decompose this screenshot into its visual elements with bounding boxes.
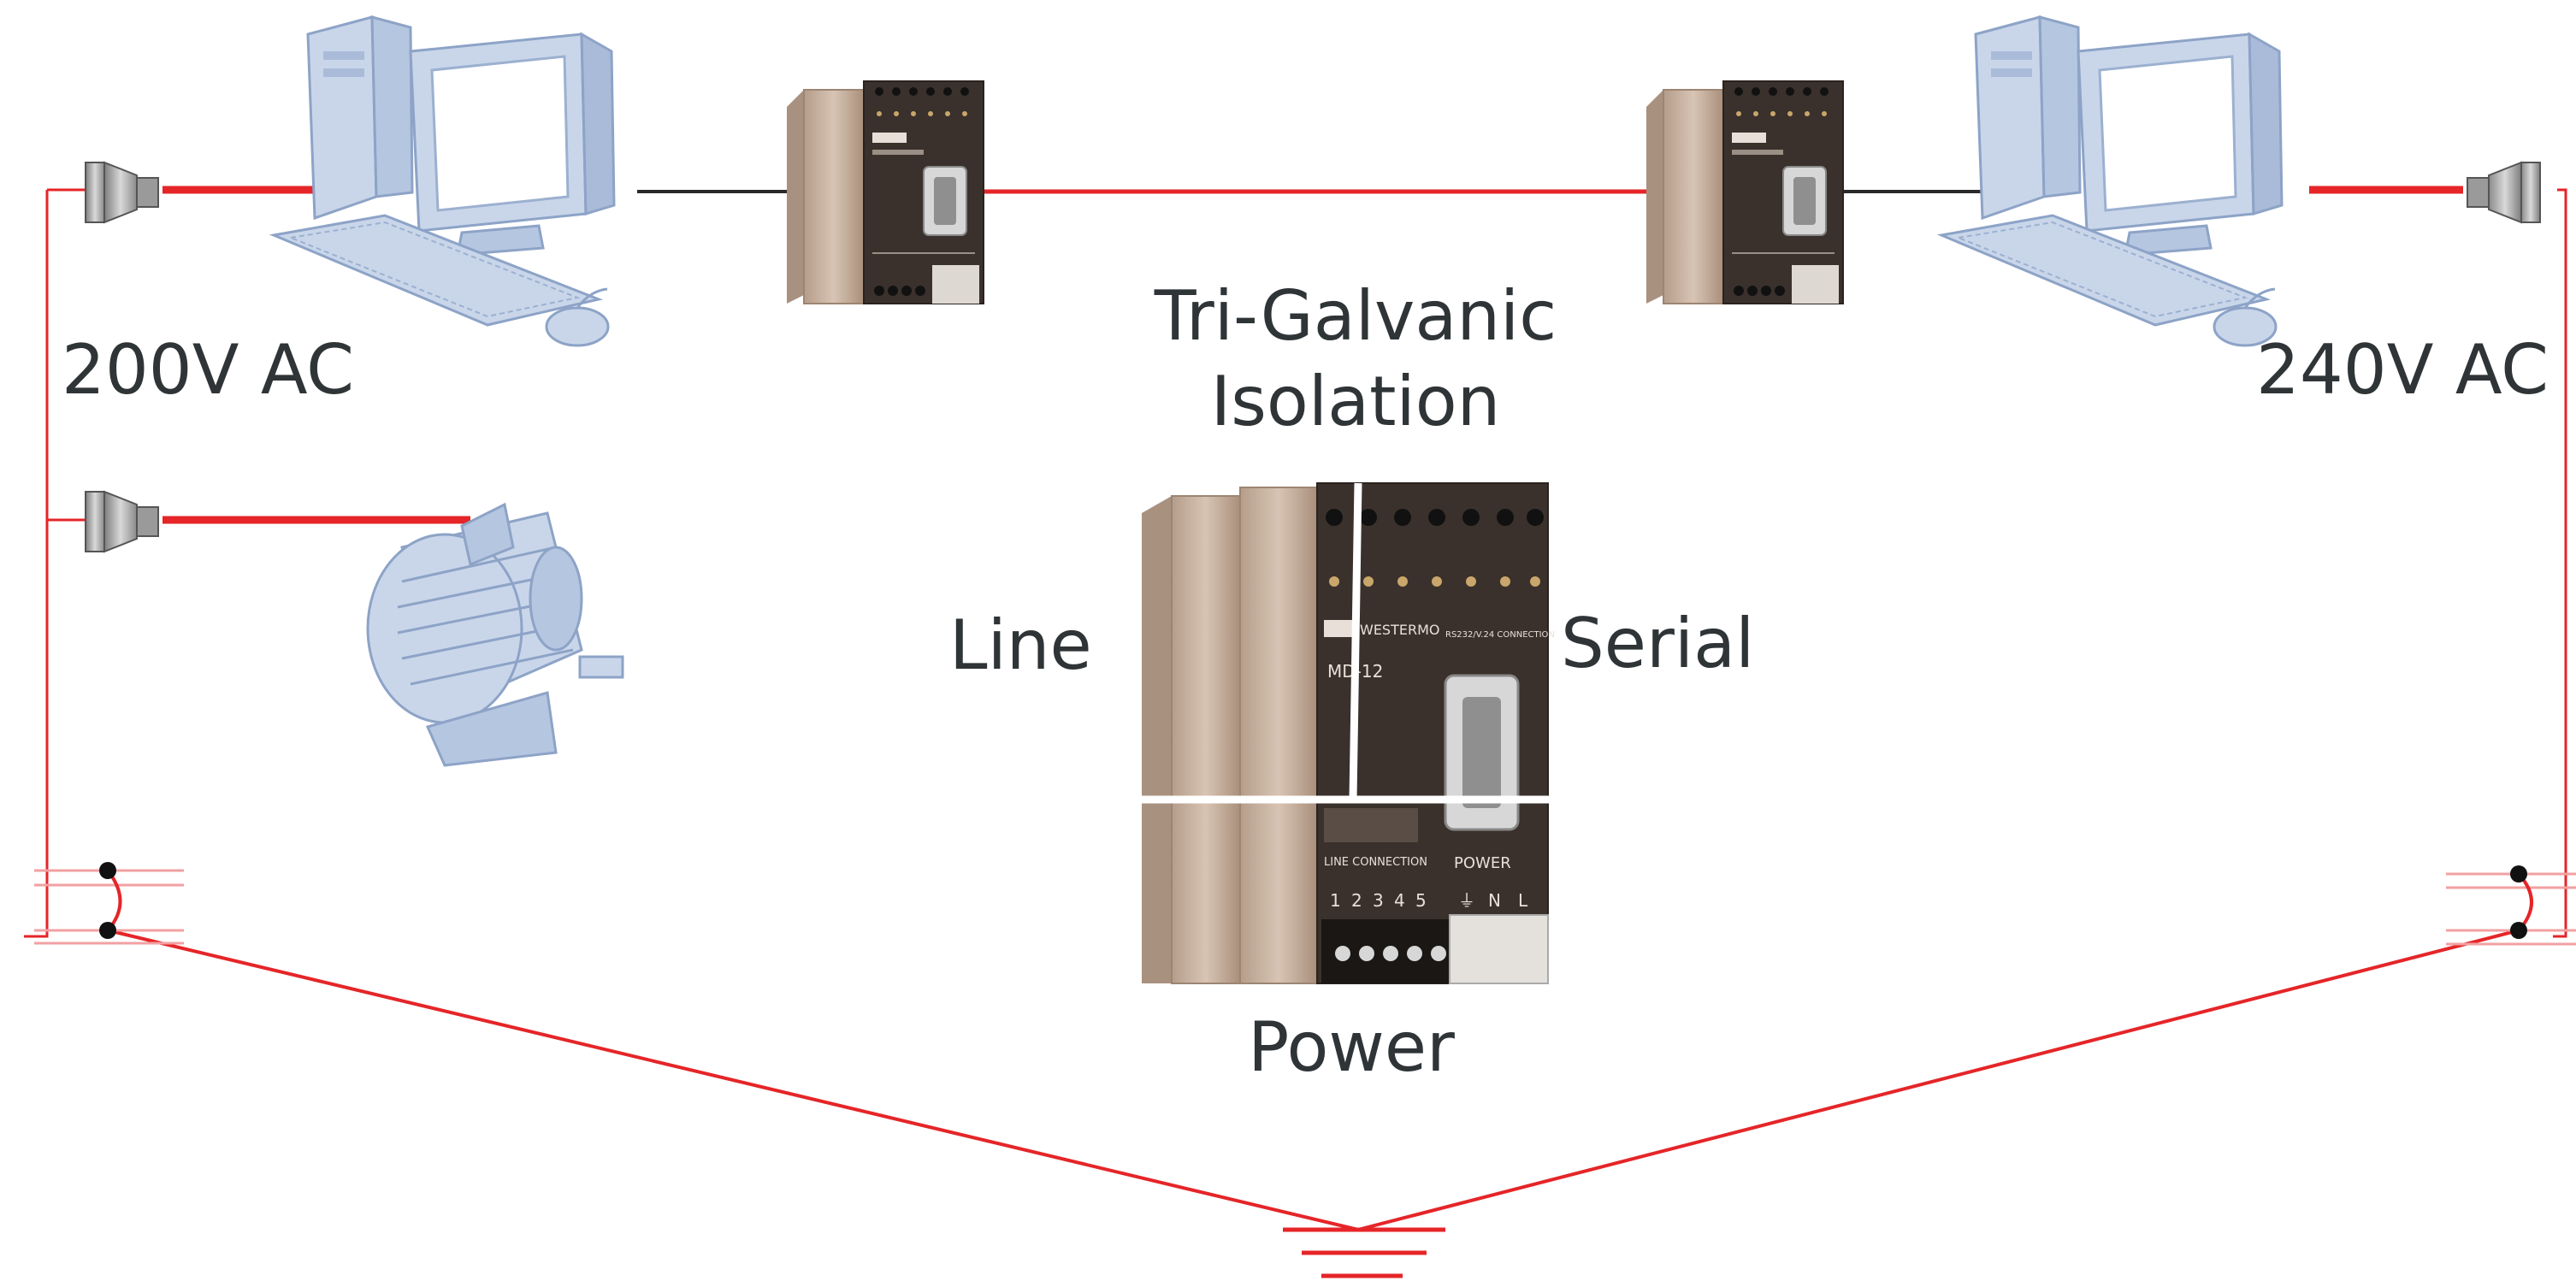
left-isolator-module-icon <box>786 80 984 304</box>
ground-icon <box>1283 1227 1445 1278</box>
left-bus-wire <box>24 190 49 938</box>
module-terminal-2: 2 <box>1351 890 1362 911</box>
module-power-terminal-n: N <box>1488 890 1501 911</box>
left-switch-contact-icon <box>34 862 184 945</box>
right-voltage-label: 240V AC <box>2256 330 2549 410</box>
serial-label: Serial <box>1561 604 1755 683</box>
module-terminal-4: 4 <box>1394 890 1405 911</box>
module-brand-text: WESTERMO <box>1360 622 1439 638</box>
right-bus-wire <box>2553 188 2567 938</box>
line-label: Line <box>949 605 1092 685</box>
module-terminal-3: 3 <box>1373 890 1384 911</box>
title-line-1: Tri-Galvanic <box>1154 276 1557 356</box>
module-power-terminal-l: L <box>1518 890 1528 911</box>
module-terminal-5: 5 <box>1415 890 1427 911</box>
module-power-text: POWER <box>1454 854 1511 872</box>
right-switch-contact-icon <box>2446 865 2576 946</box>
right-computer-icon <box>1940 15 2284 347</box>
right-isolator-module-icon <box>1645 80 1844 304</box>
isolation-divider-vertical <box>1349 482 1362 800</box>
left-motor-plug-icon <box>85 491 159 552</box>
left-computer-icon <box>272 15 616 347</box>
right-plug-icon <box>2467 162 2541 223</box>
power-label: Power <box>1248 1007 1455 1087</box>
left-voltage-label: 200V AC <box>62 330 355 410</box>
title-line-2: Isolation <box>1210 362 1501 441</box>
module-power-terminal-ground: ⏚ <box>1458 890 1475 911</box>
module-rs232-text: RS232/V.24 CONNECTION <box>1445 630 1555 640</box>
motor-icon <box>366 502 624 767</box>
center-isolator-module-icon: WESTERMO MD-12 RS232/V.24 CONNECTION LIN… <box>1137 482 1555 984</box>
left-top-plug-icon <box>85 162 159 223</box>
module-line-connection-text: LINE CONNECTION <box>1324 856 1427 869</box>
module-terminal-1: 1 <box>1330 890 1341 911</box>
